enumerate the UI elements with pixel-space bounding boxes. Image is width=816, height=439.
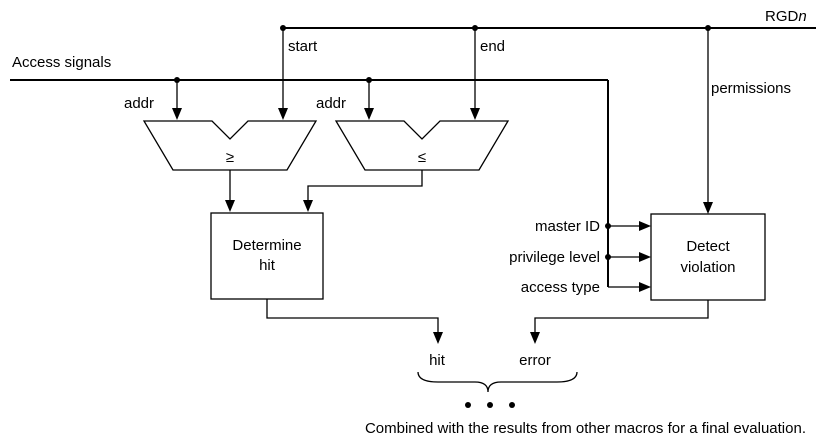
ge-output-arrow: [225, 200, 235, 212]
hit-output-wire: [266, 299, 439, 336]
master-id-label: master ID: [535, 218, 600, 235]
combine-brace: [417, 371, 578, 393]
le-output-arrow: [303, 200, 313, 212]
comparator-le-symbol: ≤: [418, 149, 426, 166]
permissions-label: permissions: [711, 80, 791, 97]
comparator-le: [334, 120, 510, 171]
determine-hit-label-line1: Determine: [232, 237, 301, 254]
determine-hit-block: [210, 212, 324, 300]
addr-right-label: addr: [316, 95, 346, 112]
caption: Combined with the results from other mac…: [365, 420, 806, 437]
detect-violation-label-line1: Detect: [686, 238, 730, 255]
ellipsis-dot-3: [509, 402, 515, 408]
permissions-arrow: [703, 202, 713, 214]
master-id-arrow: [639, 221, 651, 231]
le-output-wire: [307, 170, 423, 204]
privilege-level-arrow: [639, 252, 651, 262]
detect-violation-block: [650, 213, 766, 301]
end-arrow: [470, 108, 480, 120]
addr-left-label: addr: [124, 95, 154, 112]
error-output-label: error: [519, 352, 551, 369]
ellipsis-dot-2: [487, 402, 493, 408]
error-output-wire: [534, 300, 709, 336]
access-type-label: access type: [521, 279, 600, 296]
comparator-ge: [142, 120, 318, 171]
detect-violation-label-line2: violation: [680, 259, 735, 276]
start-label: start: [288, 38, 318, 55]
end-label: end: [480, 38, 505, 55]
determine-hit-label-line2: hit: [259, 257, 276, 274]
access-type-arrow: [639, 282, 651, 292]
rgd-label: RGDn: [765, 8, 807, 25]
start-arrow: [278, 108, 288, 120]
hit-output-label: hit: [429, 352, 446, 369]
hit-output-arrow: [433, 332, 443, 344]
error-output-arrow: [530, 332, 540, 344]
access-signals-label: Access signals: [12, 54, 111, 71]
addr-right-arrow: [364, 108, 374, 120]
privilege-level-label: privilege level: [509, 249, 600, 266]
ellipsis-dot-1: [465, 402, 471, 408]
comparator-ge-symbol: ≥: [226, 149, 234, 166]
addr-left-arrow: [172, 108, 182, 120]
